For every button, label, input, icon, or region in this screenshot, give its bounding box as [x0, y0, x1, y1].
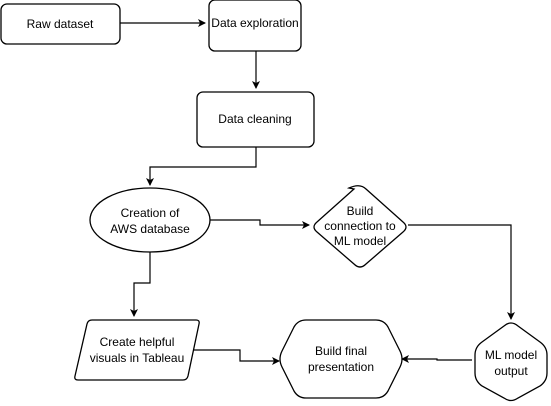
node-final-presentation-label-line1: Build final [315, 344, 367, 358]
node-ml-connection-label-line1: Build [347, 204, 374, 218]
node-tableau-visuals-label-line1: Create helpful [100, 335, 175, 349]
node-final-presentation: Build final presentation [279, 319, 403, 399]
node-ml-connection-label-line2: connection to [324, 219, 396, 233]
node-data-cleaning-label: Data cleaning [218, 112, 291, 126]
node-data-exploration-label: Data exploration [211, 16, 298, 30]
node-ml-connection: Build connection to ML model [313, 185, 407, 268]
node-data-cleaning: Data cleaning [196, 91, 315, 148]
edge-aws-to-tableau [130, 252, 151, 317]
node-data-exploration: Data exploration [208, 0, 302, 52]
node-ml-connection-label-line3: ML model [334, 234, 386, 248]
node-aws-database-label-line2: AWS database [110, 222, 190, 236]
node-final-presentation-label-line2: presentation [308, 360, 374, 374]
node-ml-output: ML model output [474, 322, 548, 402]
edge-mlout-to-final [401, 355, 472, 363]
node-tableau-visuals: Create helpful visuals in Tableau [74, 319, 200, 381]
node-aws-database: Creation of AWS database [89, 187, 211, 253]
edge-mlconn-to-mlout [408, 224, 515, 320]
node-ml-output-label-line1: ML model [485, 348, 537, 362]
edge-tableau-to-final [190, 349, 280, 365]
edge-clean-to-aws [146, 147, 257, 186]
edge-aws-to-mlconn [210, 219, 310, 229]
node-aws-database-label-line1: Creation of [121, 206, 180, 220]
node-tableau-visuals-label-line2: visuals in Tableau [90, 351, 185, 365]
node-ml-output-label-line2: output [494, 364, 528, 378]
node-raw-dataset: Raw dataset [0, 3, 121, 45]
node-raw-dataset-label: Raw dataset [27, 17, 94, 31]
